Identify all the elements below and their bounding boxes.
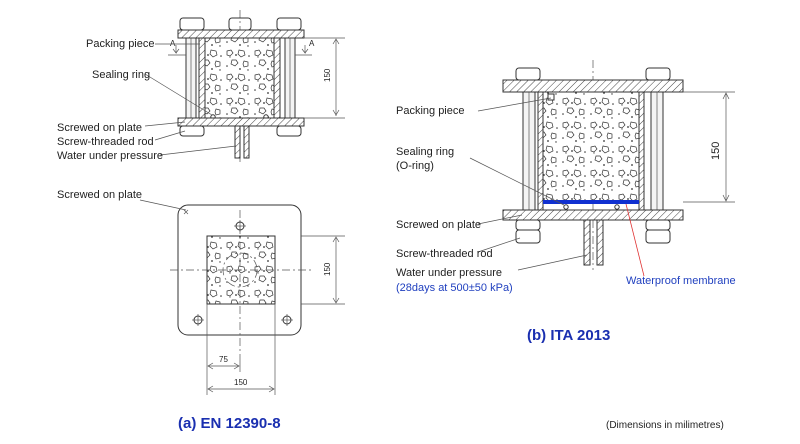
left-wall bbox=[198, 37, 206, 119]
label-packing-piece: Packing piece bbox=[86, 38, 155, 50]
right-wall-right bbox=[638, 91, 645, 211]
label-water-condition: (28days at 500±50 kPa) bbox=[396, 282, 513, 294]
section-mark-left: A bbox=[170, 39, 176, 48]
caption-right: (b) ITA 2013 bbox=[527, 327, 610, 344]
top-nuts bbox=[179, 17, 302, 31]
label-screwed-on-plate-plan: Screwed on plate bbox=[57, 189, 142, 201]
label-sealing-ring-right: Sealing ring bbox=[396, 146, 454, 158]
plan-half-dimension: 75 bbox=[219, 355, 228, 364]
height-dimension-right: 150 bbox=[710, 142, 722, 160]
label-packing-piece-right: Packing piece bbox=[396, 105, 465, 117]
water-pipe-right-a bbox=[583, 219, 591, 266]
label-waterproof-membrane: Waterproof membrane bbox=[626, 275, 736, 287]
label-water-under-pressure: Water under pressure bbox=[57, 150, 163, 162]
label-sealing-ring: Sealing ring bbox=[92, 69, 150, 81]
plan-height-dimension: 150 bbox=[323, 262, 332, 276]
plan-width-dimension: 150 bbox=[234, 378, 248, 387]
caption-left: (a) EN 12390-8 bbox=[178, 415, 281, 432]
top-plate bbox=[177, 29, 305, 39]
bottom-nuts bbox=[179, 125, 302, 137]
bottom-nuts-right bbox=[515, 219, 671, 244]
water-pipe-right bbox=[243, 125, 250, 159]
footnote: (Dimensions in milimetres) bbox=[606, 420, 724, 431]
section-mark-right: A bbox=[309, 39, 315, 48]
height-dimension: 150 bbox=[323, 68, 332, 82]
top-plate-right bbox=[502, 79, 684, 93]
bottom-plate bbox=[177, 117, 305, 127]
bottom-plate-right bbox=[502, 209, 684, 221]
label-o-ring: (O-ring) bbox=[396, 160, 434, 172]
waterproof-membrane bbox=[543, 200, 639, 204]
concrete-specimen-right bbox=[542, 91, 640, 203]
label-screw-threaded-rod: Screw-threaded rod bbox=[57, 136, 154, 148]
label-water-under-pressure-right: Water under pressure bbox=[396, 267, 502, 279]
water-pipe-left bbox=[234, 125, 241, 159]
left-plan-view: 150 75 150 bbox=[139, 199, 345, 395]
label-screw-threaded-rod-right: Screw-threaded rod bbox=[396, 248, 493, 260]
right-wall bbox=[273, 37, 281, 119]
label-screwed-on-plate-right: Screwed on plate bbox=[396, 219, 481, 231]
o-ring-marker bbox=[563, 204, 569, 210]
label-screwed-on-plate: Screwed on plate bbox=[57, 122, 142, 134]
concrete-specimen bbox=[204, 37, 275, 119]
water-pipe-right-b bbox=[596, 219, 604, 266]
bolt-holes bbox=[192, 220, 293, 326]
left-section-view: A A 150 bbox=[144, 10, 345, 165]
right-section-view: 150 bbox=[469, 60, 735, 277]
membrane-pointer bbox=[625, 203, 645, 277]
